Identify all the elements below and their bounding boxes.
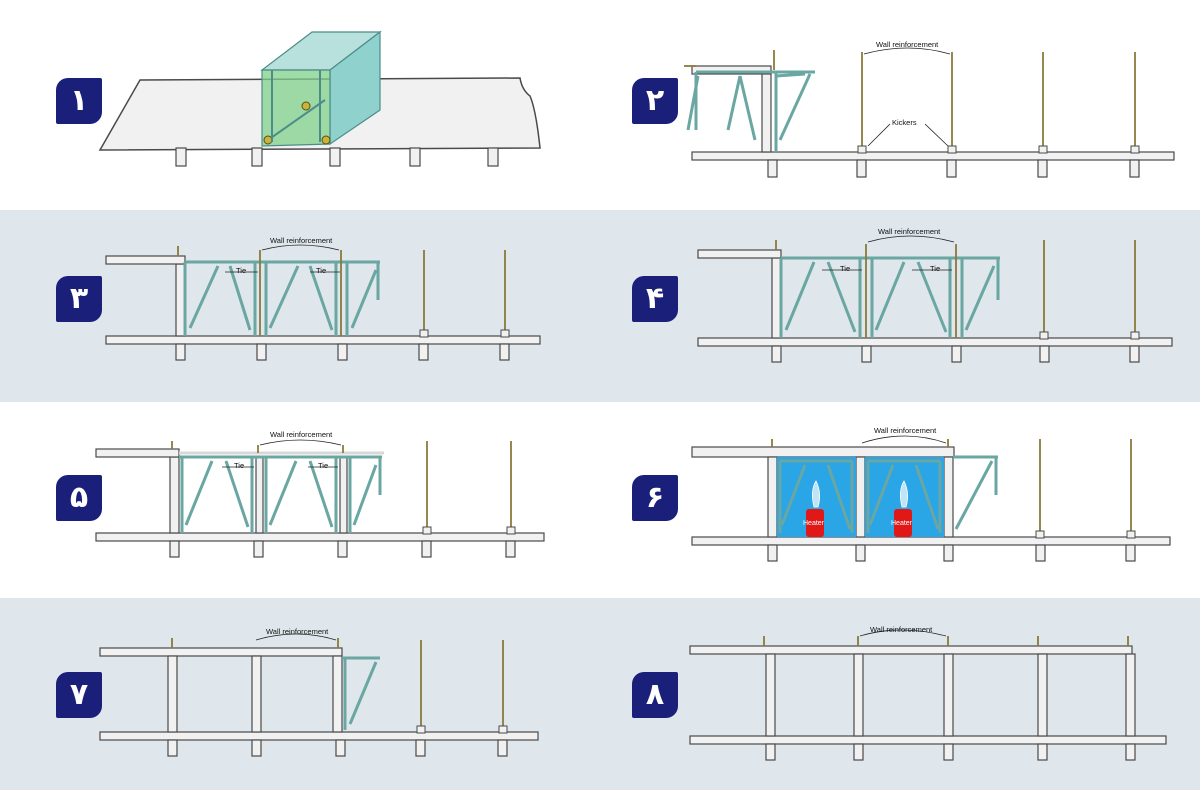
heater-1 [806,509,824,537]
step-panel-6: Heater Heater Wall reinforcement ۶ [600,405,1200,595]
label-heater-2: Heater [891,520,913,527]
label-wall-reinforcement: Wall reinforcement [266,627,329,636]
label-tie-1: Tie [236,266,246,275]
label-tie-1: Tie [234,461,244,470]
label-wall-reinforcement: Wall reinforcement [878,227,941,236]
step-2-illustration: Wall reinforcement Kickers [684,40,1175,178]
label-wall-reinforcement: Wall reinforcement [876,40,939,49]
step-5-illustration: Wall reinforcement Tie Tie [95,430,545,558]
background-band-row-4 [0,598,1200,790]
step-8-illustration: Wall reinforcement [689,625,1167,761]
heater-2 [894,509,912,537]
step-number-badge-2: ۲ [632,78,678,124]
step-panel-5: Wall reinforcement Tie Tie ۵ [0,405,600,595]
step-panel-1: ۱ [0,0,600,205]
label-wall-reinforcement: Wall reinforcement [270,430,333,439]
step-panel-2: Wall reinforcement Kickers ۲ [600,0,1200,205]
step-number-badge-7: ۷ [56,672,102,718]
label-tie-2: Tie [316,266,326,275]
step-number-badge-8: ۸ [632,672,678,718]
label-kickers: Kickers [892,118,917,127]
step-panel-4: Wall reinforcement Tie Tie ۴ [600,210,1200,402]
step-3-illustration: Wall reinforcement Tie Tie [105,236,541,361]
label-tie-2: Tie [930,264,940,273]
label-wall-reinforcement: Wall reinforcement [874,426,937,435]
step-number-badge-5: ۵ [56,475,102,521]
step-number-badge-6: ۶ [632,475,678,521]
label-heater-1: Heater [803,520,825,527]
step-6-illustration: Heater Heater Wall reinforcement [691,426,1171,562]
label-wall-reinforcement: Wall reinforcement [870,625,933,634]
step-panel-7: Wall reinforcement ۷ [0,598,600,790]
step-1-illustration [98,30,541,167]
label-wall-reinforcement: Wall reinforcement [270,236,333,245]
label-tie-2: Tie [318,461,328,470]
step-4-illustration: Wall reinforcement Tie Tie [697,227,1173,363]
step-panel-8: Wall reinforcement ۸ [600,598,1200,790]
step-number-badge-1: ۱ [56,78,102,124]
step-7-illustration: Wall reinforcement [99,627,539,757]
step-number-badge-4: ۴ [632,276,678,322]
step-number-badge-3: ۳ [56,276,102,322]
step-panel-3: Wall reinforcement Tie Tie ۳ [0,210,600,402]
label-tie-1: Tie [840,264,850,273]
